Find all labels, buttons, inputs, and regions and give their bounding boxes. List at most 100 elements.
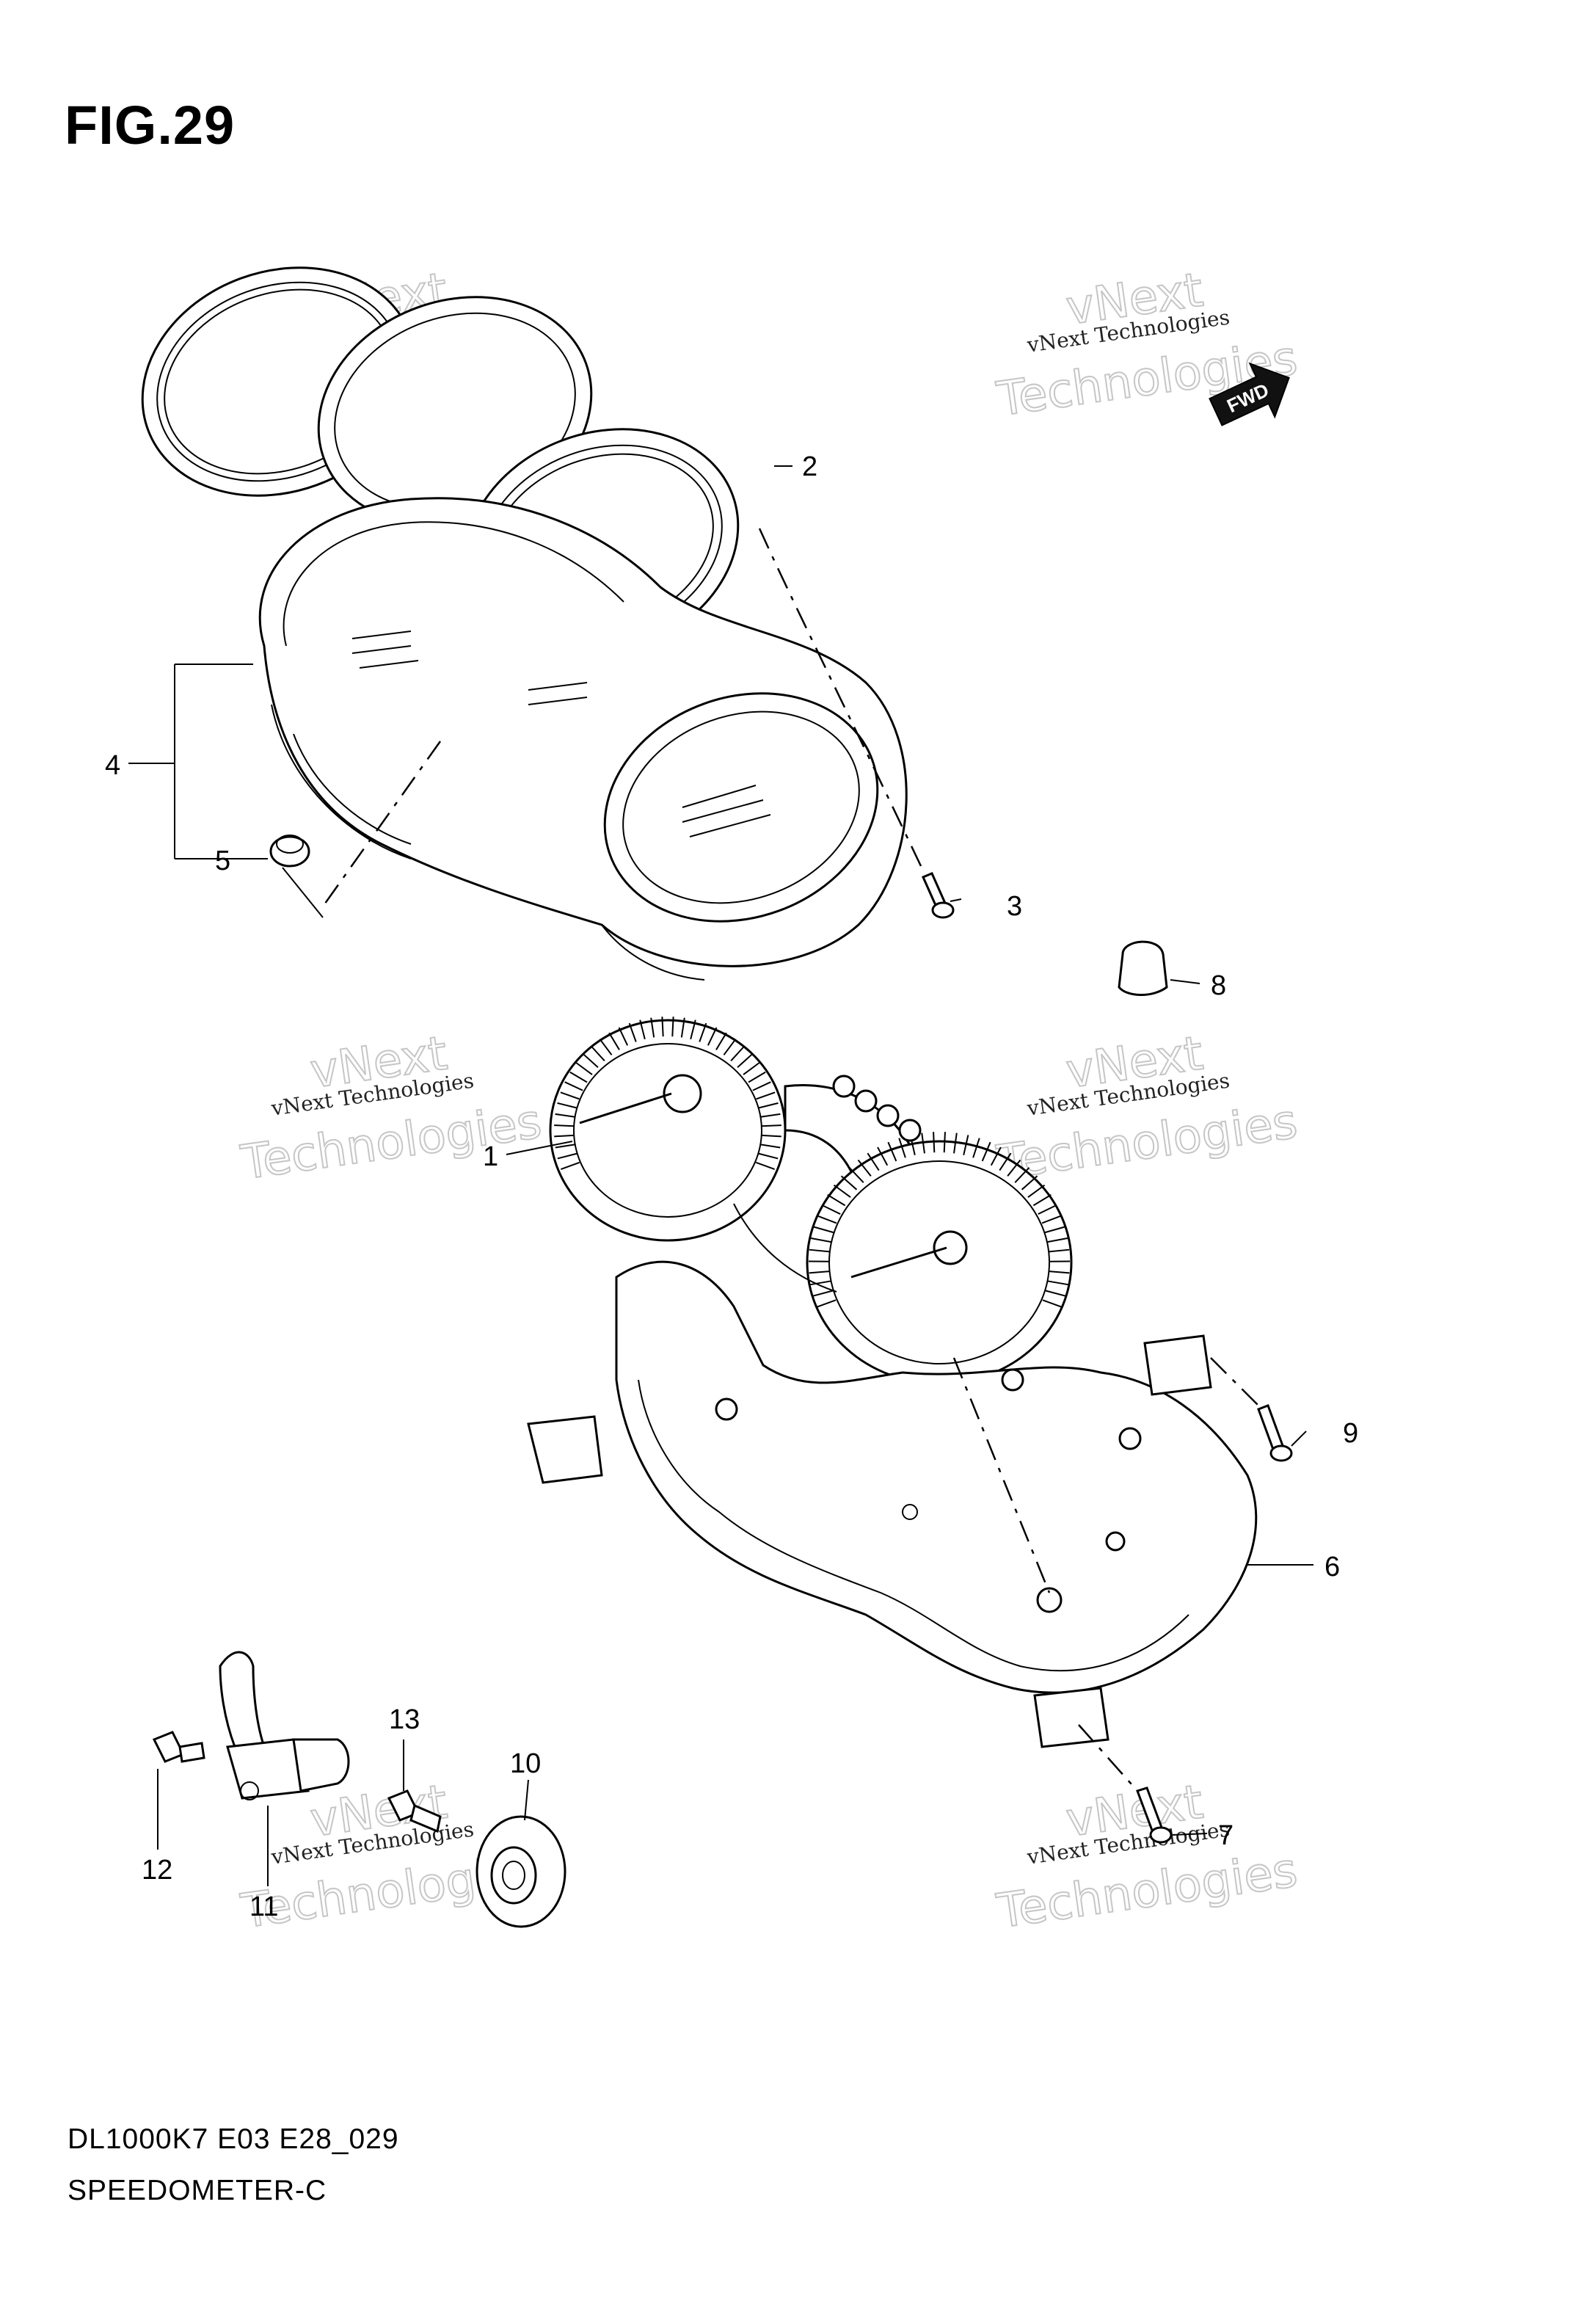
screw-item-7 <box>1136 1786 1173 1844</box>
centerline-screw-7 <box>1078 1724 1138 1792</box>
callout-2: 2 <box>802 451 817 482</box>
gauge-tick <box>981 1141 991 1162</box>
gauge-tick <box>1049 1248 1070 1253</box>
gauge-tick <box>756 1091 776 1100</box>
gauge-tick <box>730 1045 746 1062</box>
gauge-tick <box>608 1032 620 1050</box>
gauge-tick <box>810 1237 831 1243</box>
gauge-tick <box>812 1290 834 1297</box>
gauge-tick <box>943 1132 946 1153</box>
callout-4: 4 <box>105 750 120 781</box>
gauge-tick <box>560 1091 580 1100</box>
gauge-tick <box>1007 1159 1021 1177</box>
gauge-tick <box>752 1081 771 1091</box>
gauge-tick <box>999 1152 1012 1171</box>
gauge-tick <box>833 1184 851 1199</box>
gauge-tick <box>877 1146 889 1166</box>
gauge-tick <box>590 1045 605 1062</box>
meter-case-upper <box>258 497 908 981</box>
gauge-tick <box>583 1053 599 1069</box>
gauge-tick <box>758 1152 779 1160</box>
gauge-tick <box>898 1138 906 1158</box>
gauge-tick <box>1041 1215 1062 1224</box>
gauge-tick <box>1047 1280 1068 1286</box>
gauge-tick <box>933 1132 936 1153</box>
gauge-tick <box>661 1017 664 1037</box>
gauge-tick <box>761 1124 781 1127</box>
gauge-tick <box>1049 1270 1070 1274</box>
gauge-tick <box>575 1062 593 1075</box>
gauge-tick <box>723 1039 737 1055</box>
gauge-tick <box>555 1113 575 1118</box>
centerline-meter-lower <box>952 1357 1051 1593</box>
gauge-tick <box>743 1062 760 1075</box>
gauge-tick <box>867 1152 880 1171</box>
combination-meter <box>549 1017 1073 1385</box>
gauge-tick <box>737 1053 753 1069</box>
section-title: SPEEDOMETER-C <box>68 2175 327 2206</box>
grommet-item-5 <box>269 835 310 868</box>
gauge-tick <box>990 1146 1002 1166</box>
gauge-tick <box>1021 1175 1038 1190</box>
watermark-mid-right: vNext Technologies vNext Technologies <box>993 1025 1301 1191</box>
gauge-tick <box>817 1215 837 1224</box>
gauge-tick <box>618 1027 629 1046</box>
gauge-tick <box>748 1071 766 1083</box>
gauge-tick <box>569 1071 588 1083</box>
gauge-tick <box>963 1135 969 1155</box>
gauge-tick <box>554 1124 575 1127</box>
gauge-tick <box>827 1194 846 1207</box>
callout-3: 3 <box>1007 891 1022 922</box>
gauge-tick <box>561 1161 580 1170</box>
gauge-tick <box>848 1167 864 1183</box>
bolt-item-12 <box>152 1731 205 1763</box>
callout-8: 8 <box>1211 970 1226 1001</box>
gauge-tick <box>555 1144 575 1149</box>
centerline-grommet <box>321 741 442 907</box>
gauge-tick <box>972 1138 980 1158</box>
gauge-tick <box>760 1113 781 1118</box>
callout-13: 13 <box>389 1704 420 1735</box>
callout-12: 12 <box>142 1855 172 1886</box>
gauge-tick <box>554 1134 575 1138</box>
callout-7: 7 <box>1218 1820 1234 1851</box>
gauge-tick <box>953 1133 958 1154</box>
gauge-tick <box>699 1022 707 1042</box>
speed-sensor-item-11 <box>219 1651 350 1800</box>
gauge-tick <box>1047 1237 1068 1243</box>
gauge-tick <box>761 1134 781 1138</box>
gauge-tick <box>557 1152 577 1160</box>
callout-1: 1 <box>483 1141 498 1172</box>
callout-6: 6 <box>1324 1552 1340 1582</box>
gauge-tick <box>809 1248 830 1253</box>
gauge-tick <box>840 1175 858 1190</box>
gauge-tick <box>921 1133 925 1154</box>
figure-title: FIG.29 <box>65 95 236 156</box>
gauge-tick <box>557 1102 577 1109</box>
gauge-tick <box>1045 1226 1065 1234</box>
gauge-tick <box>628 1022 637 1042</box>
screw-item-3 <box>922 872 955 919</box>
gauge-tick <box>1014 1167 1030 1183</box>
leader-lines <box>128 465 1313 1886</box>
bulb-cap-item-8 <box>1118 940 1168 996</box>
screw-item-9 <box>1257 1404 1293 1462</box>
gauge-tick <box>816 1299 837 1308</box>
gauge-tick <box>707 1027 718 1046</box>
gauge-tick <box>887 1141 897 1162</box>
callout-11: 11 <box>249 1891 278 1922</box>
gauge-tick <box>809 1270 830 1274</box>
meter-case-lower <box>527 1260 1258 1748</box>
centerline-ring-screw <box>758 528 922 867</box>
gauge-tick <box>690 1019 696 1040</box>
gauge-tick <box>639 1019 646 1040</box>
gauge-tick <box>821 1204 841 1215</box>
gauge-tick <box>599 1039 613 1055</box>
gauge-tick <box>755 1161 775 1170</box>
callout-9: 9 <box>1343 1418 1358 1449</box>
gauge-tick <box>1027 1184 1046 1199</box>
rotor-item-10 <box>475 1815 566 1928</box>
gauge-tick <box>650 1017 655 1038</box>
gauge-tick <box>1045 1290 1066 1297</box>
